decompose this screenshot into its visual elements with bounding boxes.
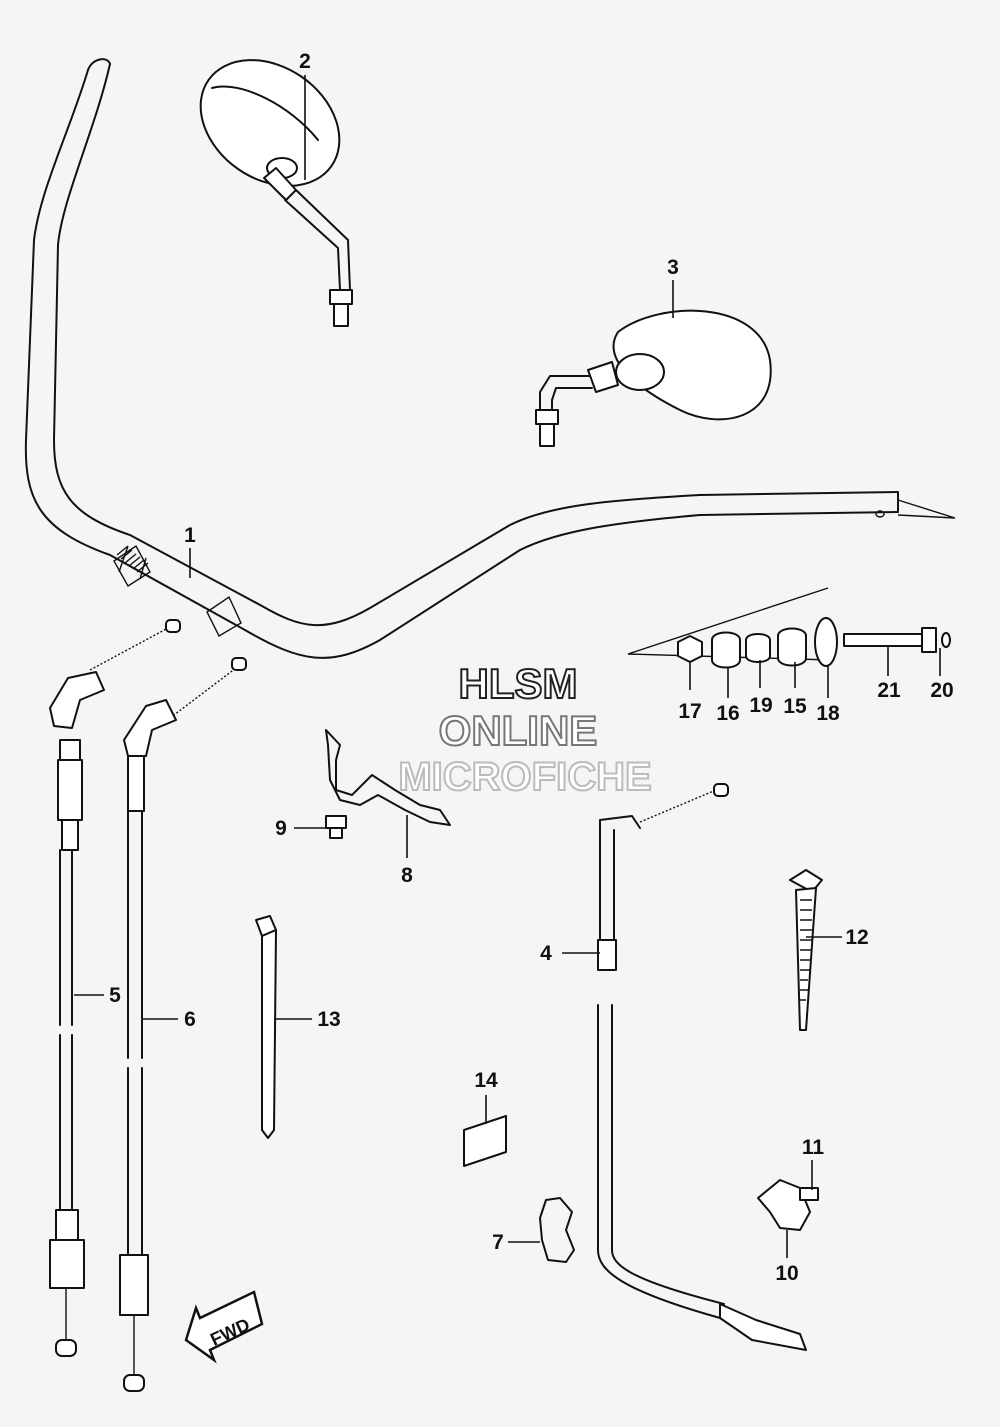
- callout-15: 15: [783, 695, 807, 718]
- tie-13: [255, 915, 277, 1139]
- callout-10: 10: [775, 1262, 798, 1285]
- callout-13: 13: [317, 1008, 340, 1031]
- cable-4: [597, 783, 807, 1351]
- callout-6: 6: [184, 1008, 196, 1031]
- watermark-line-3: MICROFICHE: [398, 755, 651, 799]
- watermark-line-1: HLSM: [459, 660, 578, 707]
- cable-6: [119, 657, 247, 1392]
- callouts: 1 2 3 4 5 6 7 8 9 10 11 12 13 14 15 16 1…: [109, 50, 954, 1285]
- callout-21: 21: [877, 679, 901, 702]
- callout-11: 11: [802, 1136, 825, 1159]
- callout-9: 9: [275, 817, 287, 840]
- callout-20: 20: [930, 679, 953, 702]
- callout-18: 18: [816, 702, 840, 725]
- callout-7: 7: [492, 1231, 504, 1254]
- tie-12: [789, 869, 823, 1031]
- callout-3: 3: [667, 256, 679, 279]
- callout-5: 5: [109, 984, 121, 1007]
- bolt-11: [799, 1187, 819, 1201]
- callout-1: 1: [184, 524, 196, 547]
- label-14: [463, 1115, 507, 1167]
- hardware-row: [627, 587, 951, 669]
- knurl-left: [113, 544, 151, 587]
- watermark: HLSM ONLINE MICROFICHE: [397, 659, 652, 800]
- callout-16: 16: [716, 702, 739, 725]
- callout-12: 12: [845, 926, 868, 949]
- callout-14: 14: [474, 1069, 498, 1092]
- cable-5: [49, 619, 181, 1357]
- clamp-10: [757, 1179, 811, 1231]
- mirror-right: [535, 309, 772, 447]
- callout-4: 4: [540, 942, 552, 965]
- knurl-right: [206, 595, 242, 637]
- handlebar: [24, 58, 956, 659]
- leader-lines: [74, 75, 941, 1258]
- clip-7: [539, 1197, 575, 1263]
- bracket-8: [325, 729, 451, 826]
- watermark-line-2: ONLINE: [439, 707, 598, 754]
- callout-17: 17: [678, 700, 701, 723]
- callout-8: 8: [401, 864, 413, 887]
- bolt-9: [325, 815, 347, 839]
- callout-19: 19: [749, 694, 772, 717]
- callout-2: 2: [299, 50, 311, 73]
